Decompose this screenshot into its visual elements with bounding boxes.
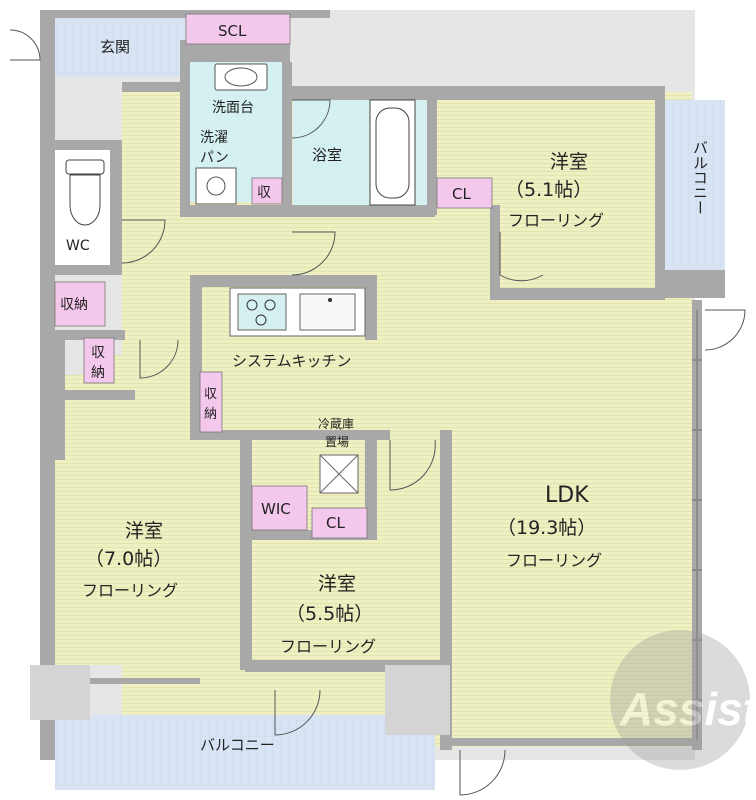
room-ne-floor: フローリング xyxy=(508,211,604,230)
balcony-east-label: バルコニー xyxy=(691,140,709,215)
floor-balcony-south xyxy=(55,715,435,790)
toilet-icon xyxy=(65,159,105,226)
washer-label-line1: 洗濯 xyxy=(200,130,228,146)
fridge-label-line2: 置場 xyxy=(325,435,349,449)
kitchen-label: システムキッチン xyxy=(232,352,352,370)
bathtub-icon xyxy=(369,99,416,206)
room-ne-name: 洋室 xyxy=(550,151,588,173)
storage-v2-label-a: 収 xyxy=(204,387,217,402)
washbasin-icon xyxy=(214,63,268,91)
balcony-south-label: バルコニー xyxy=(200,736,275,754)
ldk-name: LDK xyxy=(545,483,589,508)
pink-label-boxes xyxy=(54,13,493,539)
room-c-floor: フローリング xyxy=(280,637,376,656)
bath-label: 浴室 xyxy=(312,146,342,164)
wic-label: WIC xyxy=(261,500,291,518)
storage-v1-label-b: 納 xyxy=(91,365,105,381)
fridge-space-icon xyxy=(319,454,359,494)
wc-label: WC xyxy=(66,238,90,254)
floor-entrance xyxy=(55,15,185,77)
room-c-size: （5.5帖） xyxy=(286,603,373,625)
room-w-size: （7.0帖） xyxy=(85,548,172,570)
labels: 玄関 SCL 洗面台 洗濯 パン 収 浴室 WC 収納 収 納 収 納 システム… xyxy=(60,22,709,754)
room-ne-size: （5.1帖） xyxy=(505,179,592,201)
walls xyxy=(30,10,725,760)
room-w-floor: フローリング xyxy=(82,581,178,600)
room-w-name: 洋室 xyxy=(125,520,163,542)
washer-label-line2: パン xyxy=(200,150,229,166)
storage-hall-label: 収納 xyxy=(60,297,88,313)
cl-label-c: CL xyxy=(326,514,345,532)
storage-v1-label-a: 収 xyxy=(91,345,105,361)
ldk-size: （19.3帖） xyxy=(497,517,596,539)
watermark-logo: Assist xyxy=(610,630,756,770)
cl-label-ne: CL xyxy=(452,185,471,203)
ldk-floor: フローリング xyxy=(506,551,602,570)
floor-balcony-east xyxy=(665,100,725,270)
scl-label: SCL xyxy=(218,22,247,40)
ldk-windows xyxy=(692,310,702,740)
watermark-text: Assist xyxy=(619,683,756,735)
door-swings xyxy=(9,29,746,796)
entrance-label: 玄関 xyxy=(100,38,130,56)
room-c-name: 洋室 xyxy=(318,573,356,595)
kitchen-counter xyxy=(229,287,366,337)
washer-pan-icon xyxy=(195,167,237,205)
storage-small-label: 収 xyxy=(257,185,271,201)
fridge-label-line1: 冷蔵庫 xyxy=(318,417,354,431)
washbasin-label: 洗面台 xyxy=(212,100,254,116)
storage-v2-label-b: 納 xyxy=(204,407,217,422)
